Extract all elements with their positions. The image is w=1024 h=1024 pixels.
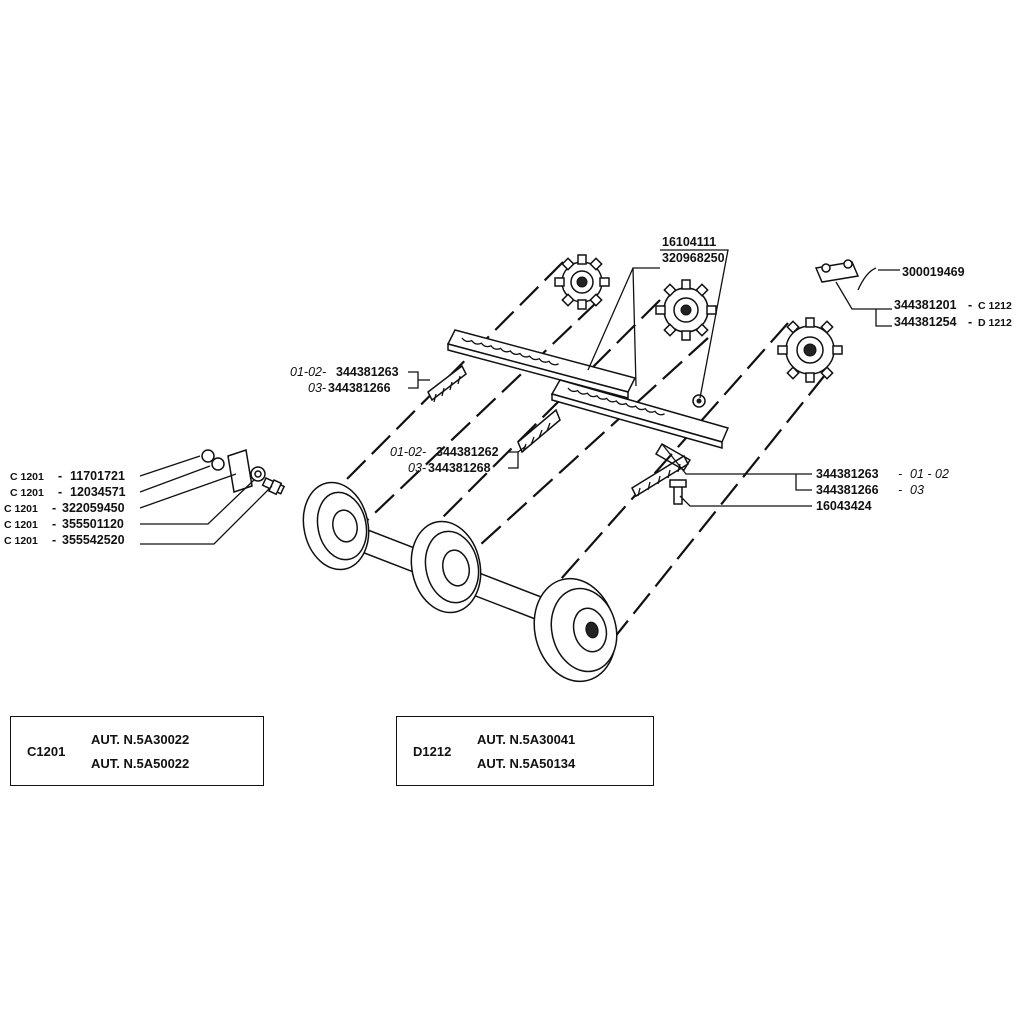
- right-chain-labels: 344381263 - 01 - 02 344381266 - 03 16043…: [816, 467, 949, 513]
- model-code-d1212: D1212: [413, 744, 452, 759]
- wheel-left: [302, 481, 370, 571]
- hw-part-4: 355542520: [62, 533, 125, 547]
- chain-segment-left: [427, 364, 467, 403]
- label-344381262: 344381262: [436, 445, 499, 459]
- guide-rail-upper: [446, 329, 637, 399]
- chain-segment-center: [517, 408, 561, 454]
- guide-rail-lower: [550, 379, 730, 449]
- label-344381201: 344381201: [894, 298, 957, 312]
- connecting-link: [814, 259, 877, 291]
- label-dash-3: -: [898, 467, 902, 481]
- hw-model-2: C 1201: [4, 503, 38, 515]
- label-dash-2: -: [968, 315, 972, 329]
- label-344381266-r: 344381266: [816, 483, 879, 497]
- hw-dash-3: -: [52, 517, 56, 531]
- label-prefix-0102-b: 01-02-: [390, 445, 426, 459]
- hw-dash-2: -: [52, 501, 56, 515]
- chain-segment-right: [631, 442, 692, 498]
- label-344381263-a: 344381263: [336, 365, 399, 379]
- label-344381266-a: 344381266: [328, 381, 391, 395]
- hw-part-0: 11701721: [70, 469, 125, 483]
- label-344381263-r: 344381263: [816, 467, 879, 481]
- label-suffix-0102: 01 - 02: [910, 467, 949, 481]
- model-box-c1201: C1201 AUT. N.5A30022 AUT. N.5A50022: [10, 716, 264, 786]
- model-code-c1201: C1201: [27, 744, 66, 759]
- aut-number-2: AUT. N.5A50022: [91, 756, 190, 771]
- label-c1212: C 1212: [978, 300, 1012, 312]
- model-box-d1212: D1212 AUT. N.5A30041 AUT. N.5A50134: [396, 716, 654, 786]
- aut-number-1: AUT. N.5A30022: [91, 732, 190, 747]
- top-labels: 16104111 320968250 300019469 344381201 -…: [662, 235, 1012, 329]
- aut-number-4: AUT. N.5A50134: [477, 756, 576, 771]
- wheel-right: [533, 577, 618, 683]
- label-dash-1: -: [968, 298, 972, 312]
- hw-model-1: C 1201: [10, 487, 44, 499]
- sprocket-middle: [655, 279, 717, 341]
- rail-stop: [692, 394, 706, 408]
- label-prefix-0102-a: 01-02-: [290, 365, 326, 379]
- hw-part-1: 12034571: [70, 485, 126, 499]
- label-16104111: 16104111: [662, 235, 716, 249]
- label-344381254: 344381254: [894, 315, 957, 329]
- hw-dash-1: -: [58, 485, 62, 499]
- hw-dash-0: -: [58, 469, 62, 483]
- label-344381268: 344381268: [428, 461, 491, 475]
- hw-model-3: C 1201: [4, 519, 38, 531]
- wheel-middle: [410, 520, 482, 614]
- sprocket-left: [554, 254, 610, 310]
- sprocket-right: [777, 317, 843, 383]
- label-300019469: 300019469: [902, 265, 965, 279]
- hw-part-2: 322059450: [62, 501, 125, 515]
- hw-model-4: C 1201: [4, 535, 38, 547]
- hw-dash-4: -: [52, 533, 56, 547]
- label-dash-4: -: [898, 483, 902, 497]
- label-16043424: 16043424: [816, 499, 872, 513]
- bolt-16043424: [669, 479, 687, 505]
- label-d1212: D 1212: [978, 317, 1012, 329]
- hardware-group: [201, 449, 286, 496]
- label-prefix-03-a: 03-: [308, 381, 326, 395]
- aut-number-3: AUT. N.5A30041: [477, 732, 576, 747]
- leader-lines: [139, 249, 900, 545]
- hw-model-0: C 1201: [10, 471, 44, 483]
- label-prefix-03-b: 03-: [408, 461, 426, 475]
- left-chain-labels: 01-02- 344381263 03- 344381266 01-02- 34…: [290, 365, 499, 475]
- hw-part-3: 355501120: [62, 517, 124, 531]
- hardware-labels: C 1201 - 11701721 C 1201 - 12034571 C 12…: [4, 469, 126, 547]
- label-suffix-03: 03: [910, 483, 924, 497]
- label-320968250: 320968250: [662, 251, 725, 265]
